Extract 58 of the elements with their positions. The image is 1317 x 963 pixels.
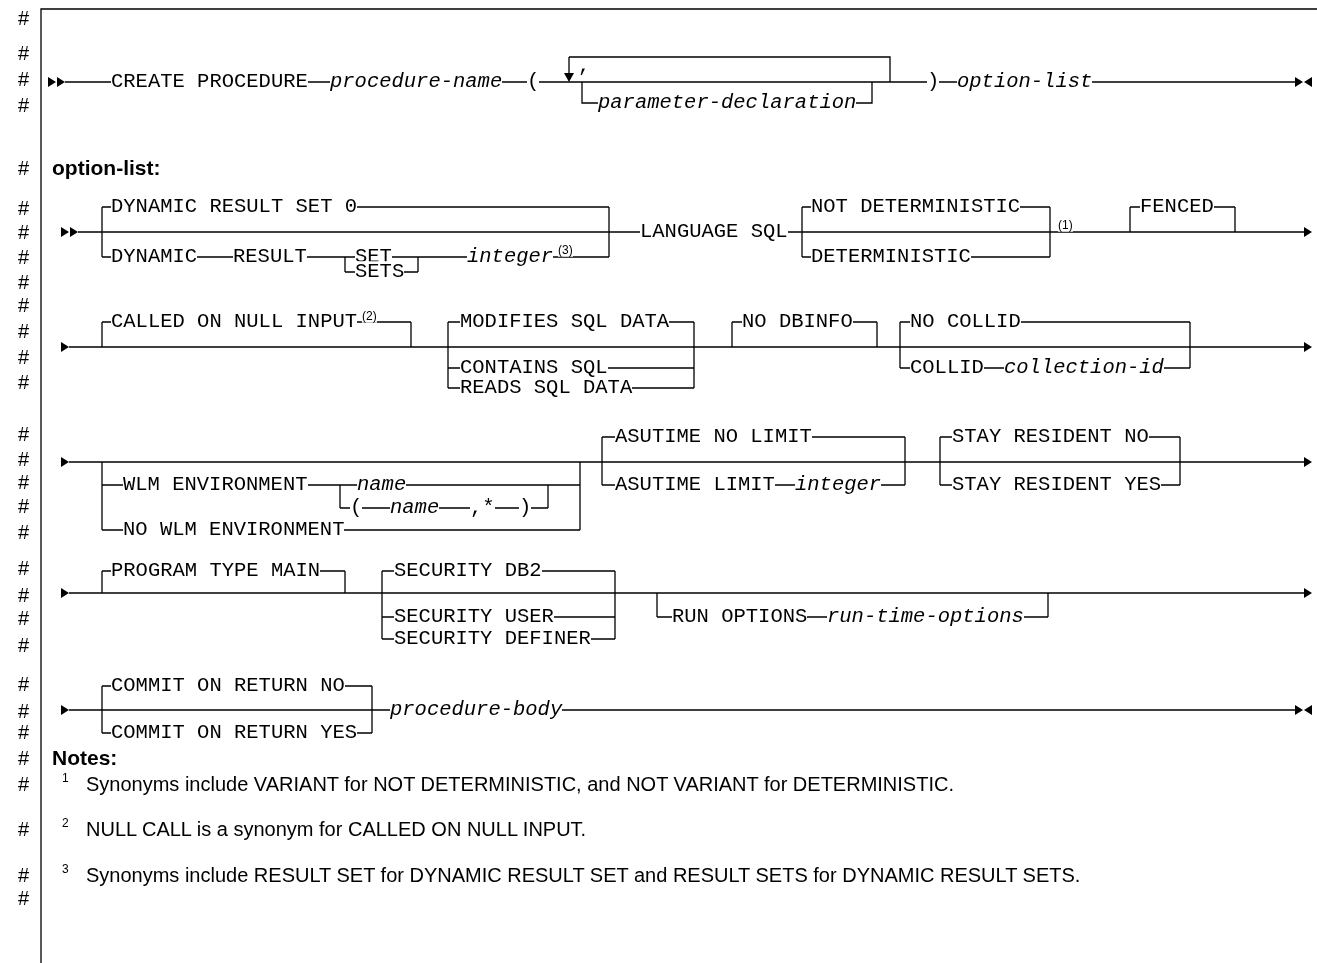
footnote-reference: (1) bbox=[1058, 218, 1073, 232]
change-mark: # bbox=[18, 818, 30, 840]
footnote-number: 3 bbox=[62, 862, 69, 876]
change-mark: # bbox=[18, 607, 30, 629]
change-mark: # bbox=[18, 371, 30, 393]
syntax-variable: procedure-name bbox=[330, 71, 503, 93]
change-mark: # bbox=[18, 773, 30, 795]
change-mark: # bbox=[18, 346, 30, 368]
syntax-symbol: , bbox=[578, 55, 591, 77]
change-mark: # bbox=[18, 747, 30, 769]
change-mark: # bbox=[18, 157, 30, 179]
syntax-keyword: CONTAINS SQL bbox=[460, 357, 608, 379]
change-mark: # bbox=[18, 864, 30, 886]
note-text: NULL CALL is a synonym for CALLED ON NULL INPUT. bbox=[86, 817, 588, 841]
change-mark: # bbox=[18, 673, 30, 695]
syntax-keyword: ) bbox=[519, 497, 532, 519]
syntax-keyword: LANGUAGE SQL bbox=[640, 221, 788, 243]
change-mark: # bbox=[18, 7, 30, 29]
change-mark: # bbox=[18, 721, 30, 743]
change-mark: # bbox=[18, 448, 30, 470]
change-mark: # bbox=[18, 94, 30, 116]
syntax-keyword: READS SQL DATA bbox=[460, 377, 633, 399]
syntax-keyword: MODIFIES SQL DATA bbox=[460, 311, 670, 333]
change-mark: # bbox=[18, 521, 30, 543]
change-mark: # bbox=[18, 471, 30, 493]
note-text: Synonyms include VARIANT for NOT DETERMINISTIC, and NOT VARIANT for DETERMINISTIC. bbox=[86, 772, 955, 796]
footnote-number: 1 bbox=[62, 771, 69, 785]
syntax-keyword: ,* bbox=[470, 497, 495, 519]
note-text: Synonyms include RESULT SET for DYNAMIC RESULT SET and RESULT SETS for DYNAMIC RESULT SETS. bbox=[86, 863, 1082, 887]
syntax-variable: procedure-body bbox=[390, 699, 563, 721]
change-mark: # bbox=[18, 634, 30, 656]
change-mark: # bbox=[18, 495, 30, 517]
change-mark: # bbox=[18, 294, 30, 316]
footnote-reference: (3) bbox=[558, 243, 573, 257]
syntax-keyword: ) bbox=[927, 71, 940, 93]
change-mark: # bbox=[18, 700, 30, 722]
footnote-reference: (2) bbox=[362, 309, 377, 323]
footnote-number: 2 bbox=[62, 816, 69, 830]
section-heading: Notes: bbox=[52, 747, 118, 769]
change-mark: # bbox=[18, 271, 30, 293]
syntax-variable: integer bbox=[467, 246, 554, 268]
change-mark: # bbox=[18, 42, 30, 64]
change-mark: # bbox=[18, 423, 30, 445]
change-mark: # bbox=[18, 221, 30, 243]
change-mark: # bbox=[18, 246, 30, 268]
syntax-variable: integer bbox=[795, 474, 882, 496]
syntax-keyword: ( bbox=[350, 497, 363, 519]
change-mark: # bbox=[18, 197, 30, 219]
syntax-variable: run-time-options bbox=[827, 606, 1024, 628]
change-mark: # bbox=[18, 887, 30, 909]
syntax-variable: option-list bbox=[957, 71, 1093, 93]
syntax-variable: parameter-declaration bbox=[598, 92, 857, 114]
change-mark: # bbox=[18, 584, 30, 606]
section-heading: option-list: bbox=[52, 157, 161, 179]
syntax-keyword: ( bbox=[527, 71, 540, 93]
change-mark: # bbox=[18, 320, 30, 342]
change-mark: # bbox=[18, 68, 30, 90]
change-mark: # bbox=[18, 557, 30, 579]
